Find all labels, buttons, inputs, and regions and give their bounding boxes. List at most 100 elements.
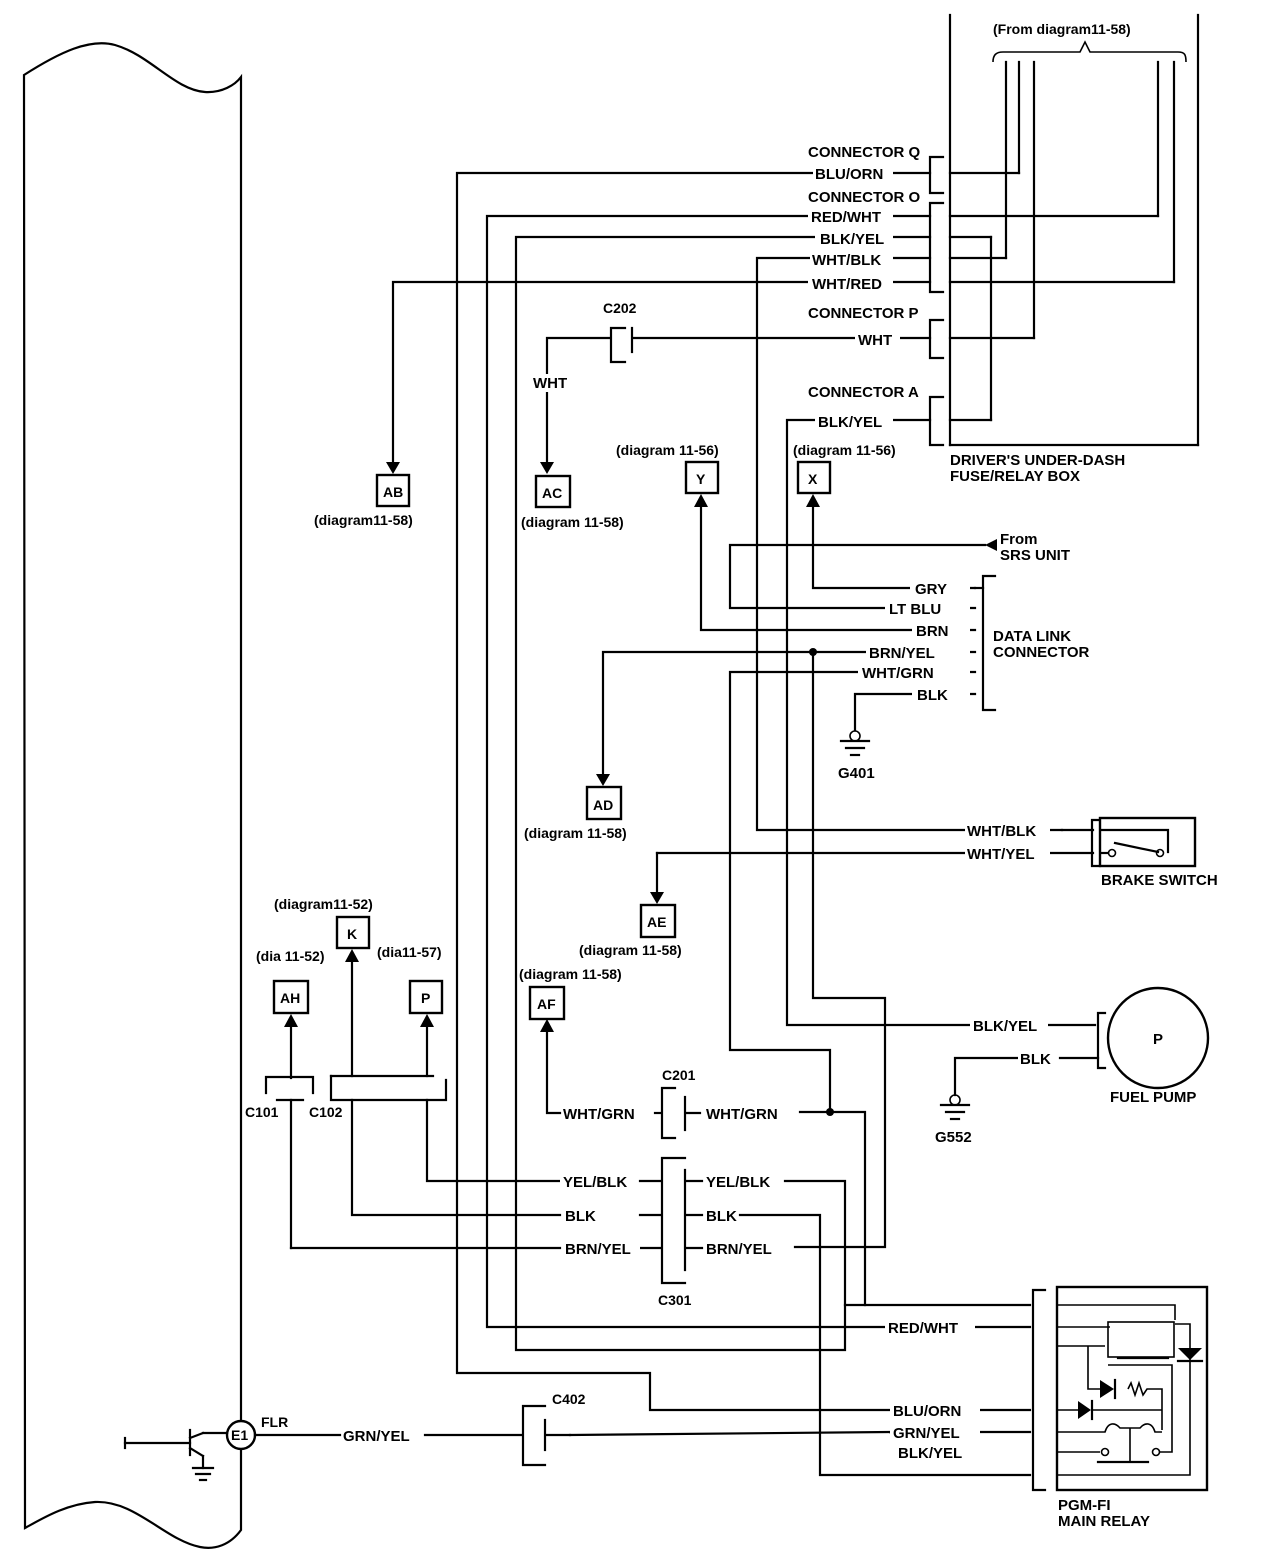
pump-wire-blk: BLK: [1020, 1051, 1051, 1068]
c202-wire-label: WHT: [533, 375, 567, 392]
ref-af-note: (diagram 11-58): [519, 966, 622, 982]
ref-k-note: (diagram11-52): [274, 896, 373, 912]
g552-ground-icon: [939, 1094, 971, 1121]
arrow-to-ac: [540, 462, 554, 474]
wire-label-wht-red: WHT/RED: [812, 276, 882, 293]
ref-box-y: [684, 460, 720, 495]
main-relay-title-1: PGM-FI: [1058, 1497, 1111, 1514]
pgm-fi-main-relay: [1031, 1285, 1209, 1492]
main-wire-runs: [391, 171, 1097, 1412]
main-relay-title-2: MAIN RELAY: [1058, 1513, 1150, 1530]
brake-wire-wht-blk: WHT/BLK: [967, 823, 1036, 840]
wire-label-red-wht: RED/WHT: [811, 209, 881, 226]
ref-x-note: (diagram 11-56): [793, 442, 896, 458]
ref-box-x: [796, 460, 832, 495]
dlc-title-2: CONNECTOR: [993, 644, 1090, 661]
pump-wire-blk-yel: BLK/YEL: [973, 1018, 1037, 1035]
fuse-box-title-2: FUSE/RELAY BOX: [950, 468, 1080, 485]
c201-label: C201: [662, 1067, 696, 1083]
connector-a-label: CONNECTOR A: [808, 384, 919, 401]
c201-left-wire: WHT/GRN: [563, 1106, 635, 1123]
dlc-wire-lt-blu: LT BLU: [889, 601, 941, 618]
brake-wire-wht-yel: WHT/YEL: [967, 846, 1035, 863]
wire-label-wht-blk: WHT/BLK: [812, 252, 881, 269]
ref-x-code: X: [808, 471, 818, 487]
connector-o-label: CONNECTOR O: [808, 189, 921, 206]
dlc-wire-wht-grn: WHT/GRN: [862, 665, 934, 682]
e1-terminal: [123, 1419, 524, 1482]
connector-brackets: [928, 155, 945, 447]
ref-ac-code: AC: [542, 485, 562, 501]
relay-wire-grn-yel: GRN/YEL: [893, 1425, 960, 1442]
ref-ah-code: AH: [280, 990, 300, 1006]
dlc-title-1: DATA LINK: [993, 628, 1071, 645]
ref-y-code: Y: [696, 471, 706, 487]
ref-ah-note: (dia 11-52): [256, 948, 324, 964]
dlc-wire-gry: GRY: [915, 581, 947, 598]
c301-left-yel-blk: YEL/BLK: [563, 1174, 627, 1191]
arrow-to-ab: [386, 462, 400, 474]
c402-label: C402: [552, 1391, 586, 1407]
connector-q-label: CONNECTOR Q: [808, 144, 921, 161]
ref-ac-note: (diagram 11-58): [521, 514, 624, 530]
arrow-to-ae: [650, 892, 664, 904]
ref-ab-code: AB: [383, 484, 403, 500]
fuel-pump-title: FUEL PUMP: [1110, 1089, 1196, 1106]
c202-label: C202: [603, 300, 637, 316]
dlc-wire-brn-yel: BRN/YEL: [869, 645, 935, 662]
fuel-pump-symbol: P: [1153, 1031, 1163, 1048]
arrow-to-x: [806, 494, 820, 507]
c402-connector: [521, 1404, 1032, 1467]
g401-ground-icon: [839, 730, 871, 757]
g401-label: G401: [838, 765, 875, 782]
c201-right-wire: WHT/GRN: [706, 1106, 778, 1123]
ref-af-code: AF: [537, 996, 556, 1012]
c301-connector: [638, 1156, 1032, 1477]
srs-label-2: SRS UNIT: [1000, 547, 1070, 564]
ref-ae-note: (diagram 11-58): [579, 942, 682, 958]
ref-p-note: (dia11-57): [377, 944, 442, 960]
c301-label: C301: [658, 1292, 692, 1308]
wire-label-blu-orn: BLU/ORN: [815, 166, 883, 183]
ref-box-ab: [375, 473, 411, 508]
c101-c102-connectors: [264, 949, 562, 1250]
brake-switch-title: BRAKE SWITCH: [1101, 872, 1218, 889]
c301-right-blk: BLK: [706, 1208, 737, 1225]
fuel-pump: [953, 986, 1210, 1097]
arrow-to-ad: [596, 774, 610, 786]
c301-right-yel-blk: YEL/BLK: [706, 1174, 770, 1191]
srs-label-1: From: [1000, 531, 1038, 548]
arrow-to-y: [694, 494, 708, 507]
ref-box-ae: [639, 903, 677, 939]
ref-y-note: (diagram 11-56): [616, 442, 719, 458]
ref-box-ad: [585, 785, 623, 821]
fuse-box-source-note: (From diagram11-58): [993, 21, 1131, 37]
ref-k-code: K: [347, 926, 357, 942]
wire-label-wht: WHT: [858, 332, 892, 349]
ref-ae-code: AE: [647, 914, 666, 930]
dlc-wire-blk: BLK: [917, 687, 948, 704]
fuse-box-title-1: DRIVER'S UNDER-DASH: [950, 452, 1125, 469]
dlc-wire-brn: BRN: [916, 623, 949, 640]
ref-ad-code: AD: [593, 797, 613, 813]
c202-connector: [609, 326, 634, 364]
ref-ab-note: (diagram11-58): [314, 512, 413, 528]
relay-wire-red-wht: RED/WHT: [888, 1320, 958, 1337]
ref-box-af: [528, 985, 566, 1021]
relay-wire-blk-yel: BLK/YEL: [898, 1445, 962, 1462]
fuse-relay-box: [948, 13, 1200, 447]
flr-label: FLR: [261, 1414, 288, 1430]
ref-p-code: P: [421, 990, 430, 1006]
c102-label: C102: [309, 1104, 343, 1120]
ref-box-ah: [272, 979, 310, 1015]
c301-left-blk: BLK: [565, 1208, 596, 1225]
c402-wire-label: GRN/YEL: [343, 1428, 410, 1445]
wire-label-blk-yel-a: BLK/YEL: [818, 414, 882, 431]
e1-terminal-label: E1: [231, 1427, 248, 1443]
c301-left-brn-yel: BRN/YEL: [565, 1241, 631, 1258]
ref-ad-note: (diagram 11-58): [524, 825, 627, 841]
ref-box-ac: [534, 474, 572, 509]
c301-right-brn-yel: BRN/YEL: [706, 1241, 772, 1258]
ecm-body-outline: [22, 42, 243, 1549]
